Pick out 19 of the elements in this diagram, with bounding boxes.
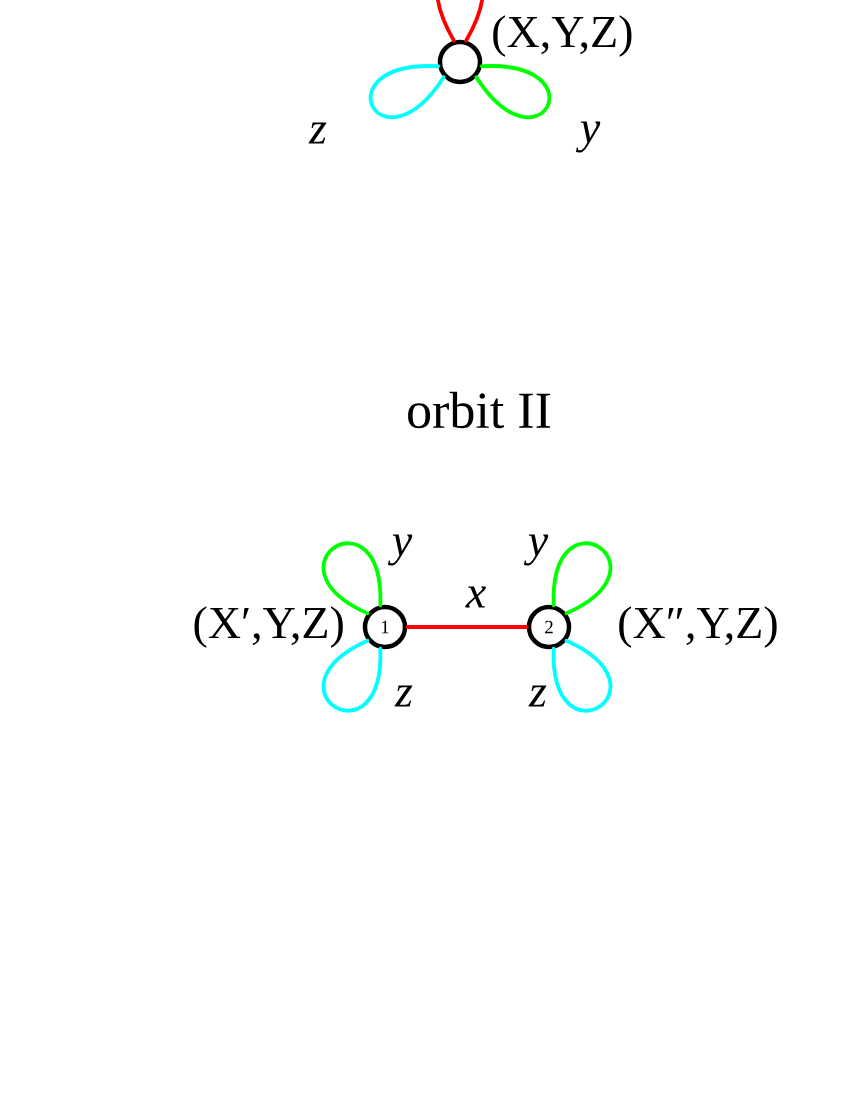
vertex-label: (X′,Y,Z) [194, 606, 343, 648]
loop-edge [321, 638, 383, 713]
edge-label: y [523, 534, 549, 566]
loop-edge [435, 0, 485, 43]
edge-label: x [465, 586, 486, 608]
edge-line [405, 625, 529, 629]
edge-label: y [575, 121, 601, 153]
loop-edge [551, 541, 613, 616]
edge-label: z [528, 685, 547, 707]
edge-label: y [387, 534, 413, 566]
edge-label: z [308, 122, 327, 144]
section-heading: orbit II [408, 391, 551, 429]
edge-label: z [394, 685, 413, 707]
loop-edge [551, 638, 613, 713]
loop-edge [321, 541, 383, 616]
loop-edge [474, 64, 552, 119]
vertex-label: (X,Y,Z) [493, 15, 632, 57]
loop-edge [368, 64, 446, 119]
vertex-label: (X″,Y,Z) [619, 606, 777, 648]
